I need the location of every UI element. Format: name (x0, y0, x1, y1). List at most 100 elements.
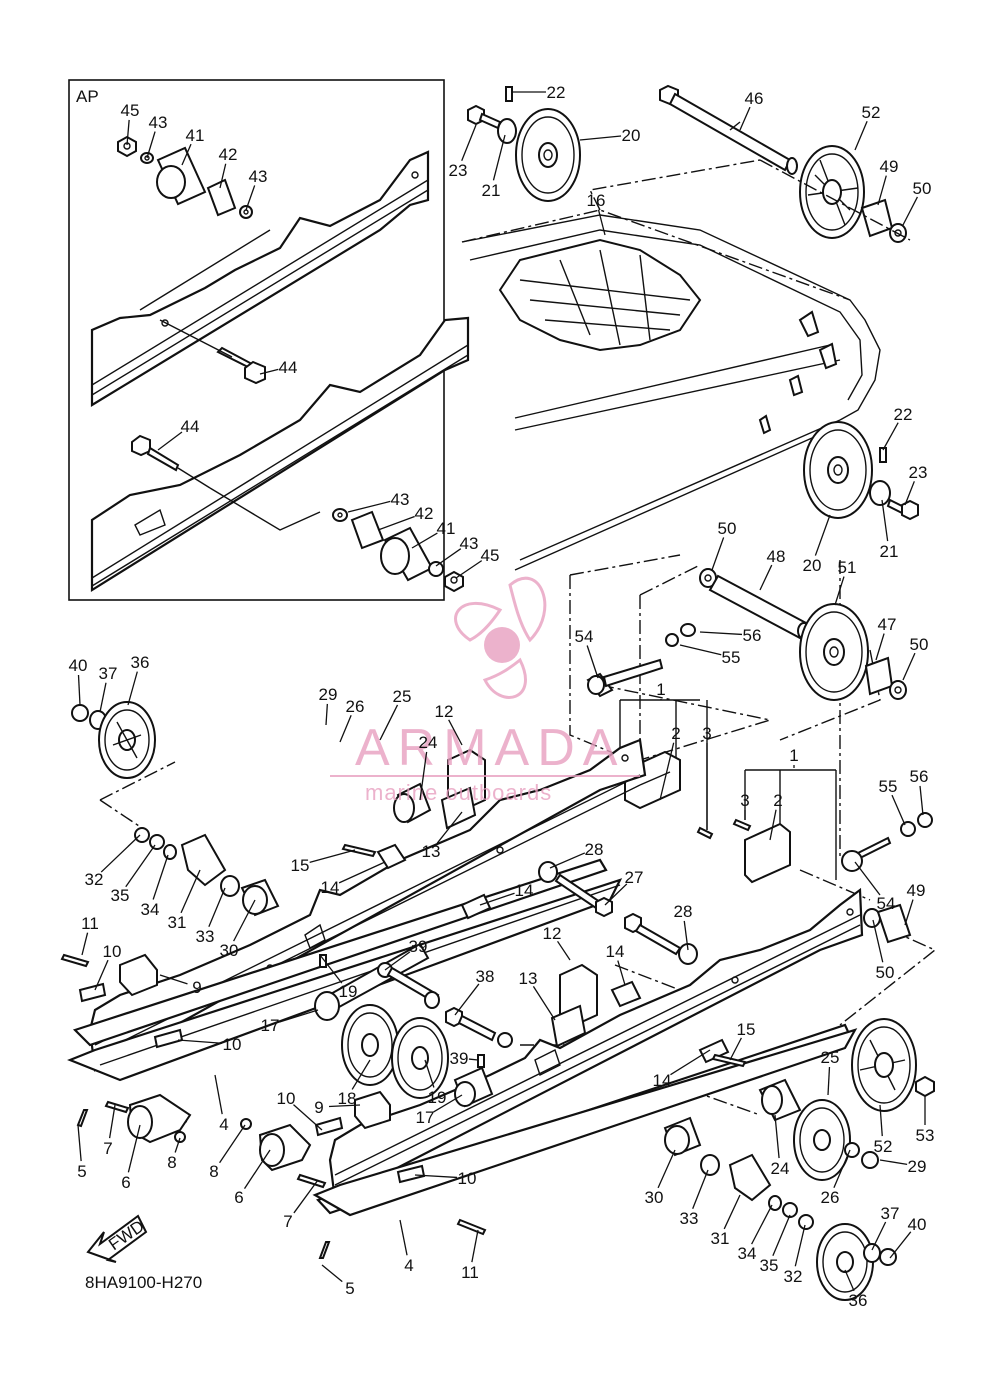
leader-line-c31a (180, 869, 201, 914)
part-number-c32b: 32 (784, 1267, 803, 1286)
leader-line-c54a (586, 645, 599, 679)
leader-line-c35a (125, 844, 156, 888)
leader-line-c50a (902, 196, 919, 226)
leader-line-c2b (769, 809, 777, 841)
part-number-c56b: 56 (910, 767, 929, 786)
part-number-c5a: 5 (77, 1162, 86, 1181)
leader-line-c36a (127, 671, 138, 706)
rail-right (328, 887, 864, 1202)
part-number-c40a: 40 (69, 656, 88, 675)
part-number-c10c: 10 (277, 1089, 296, 1108)
part-number-c37b: 37 (881, 1204, 900, 1223)
leader-line-c31b (723, 1194, 741, 1230)
part-number-c23a: 23 (449, 161, 468, 180)
leader-line-c10c (293, 1104, 323, 1131)
leader-line-c33b (692, 1169, 709, 1209)
part-number-c34a: 34 (141, 900, 160, 919)
leader-line-c51 (834, 576, 845, 606)
part-number-c48: 48 (767, 547, 786, 566)
part-number-c9b: 9 (314, 1098, 323, 1117)
idler-wheel-upper-left (467, 86, 581, 202)
part-number-c29a: 29 (319, 685, 338, 704)
leader-line-c33a (208, 887, 226, 928)
leader-line-c15b (729, 1037, 742, 1061)
leader-line-c8a (174, 1137, 181, 1153)
part-number-c31b: 31 (711, 1229, 730, 1248)
blocks-upper (341, 748, 492, 920)
leader-line-c19a (319, 954, 343, 984)
leader-line-c25a (379, 704, 399, 741)
leader-line-c38 (454, 983, 480, 1016)
leader-line-c37a (99, 682, 107, 713)
leader-line-c4b (399, 1219, 408, 1256)
part-number-c44b: 44 (181, 417, 200, 436)
leader-line-c20a (579, 135, 622, 141)
leader-line-c15a (309, 849, 356, 863)
part-number-c32a: 32 (85, 870, 104, 889)
blocks-lower (550, 963, 747, 1068)
leader-line-c54b (854, 861, 881, 896)
part-number-c10b: 10 (223, 1035, 242, 1054)
leader-line-c13b (532, 986, 556, 1021)
part-number-c50b: 50 (718, 519, 737, 538)
part-number-c16: 16 (587, 191, 606, 210)
inset-rail-upper (90, 150, 430, 407)
leader-line-c48 (759, 564, 773, 591)
part-number-c31a: 31 (168, 913, 187, 932)
leader-line-c7b (293, 1179, 319, 1214)
part-number-c36a: 36 (131, 653, 150, 672)
leader-line-c14d (670, 1049, 711, 1076)
leader-line-c20b (814, 514, 831, 556)
part-number-c14b: 14 (515, 881, 534, 900)
leader-line-c11a (81, 932, 89, 956)
leader-line-c5a (77, 1124, 82, 1162)
part-number-c37a: 37 (99, 664, 118, 683)
leader-line-c24b (774, 1114, 780, 1159)
leader-line-c45b (455, 560, 483, 579)
leader-line-c11b (471, 1229, 479, 1263)
front-lower-hardware (76, 1090, 487, 1259)
part-number-c42b: 42 (415, 504, 434, 523)
leader-line-c24a (419, 751, 428, 801)
slide-right (312, 1023, 858, 1217)
leader-line-c19b (424, 1059, 435, 1088)
part-number-c19a: 19 (339, 982, 358, 1001)
part-number-c35a: 35 (111, 886, 130, 905)
leader-line-c29a (325, 703, 329, 726)
leader-line-c44b (157, 431, 183, 451)
part-number-c33b: 33 (680, 1209, 699, 1228)
leader-line-c28a (549, 852, 586, 869)
watermark: ARMADA marine outboards (330, 576, 640, 805)
fwd-arrow: FWD (86, 1214, 148, 1263)
watermark-tagline: marine outboards (365, 780, 552, 805)
part-number-c47: 47 (878, 615, 897, 634)
leader-line-c39a (384, 951, 411, 971)
part-number-c7a: 7 (103, 1139, 112, 1158)
leader-line-c9a (159, 974, 188, 985)
leader-line-c28b (683, 920, 689, 951)
leader-line-c55a (679, 644, 722, 656)
part-number-c25b: 25 (821, 1048, 840, 1067)
part-number-c43a: 43 (149, 113, 168, 132)
part-number-c52a: 52 (862, 103, 881, 122)
leader-line-c25b (827, 1066, 831, 1096)
leader-line-c40b (889, 1231, 912, 1259)
part-number-c27: 27 (625, 868, 644, 887)
leader-line-c17b (433, 1094, 463, 1113)
leader-line-c7a (108, 1104, 116, 1139)
part-number-c14d: 14 (653, 1071, 672, 1090)
part-number-c46: 46 (745, 89, 764, 108)
part-number-c2b: 2 (773, 791, 782, 810)
part-number-c29b: 29 (908, 1157, 927, 1176)
part-number-c24a: 24 (419, 733, 438, 752)
leader-line-c49a (877, 175, 887, 206)
part-callouts: 4543414243444443424143452220232116465249… (69, 83, 935, 1310)
part-number-c22a: 22 (547, 83, 566, 102)
part-number-c43d: 43 (460, 534, 479, 553)
part-number-c50a: 50 (913, 179, 932, 198)
part-number-c41b: 41 (437, 519, 456, 538)
part-number-c51: 51 (838, 558, 857, 577)
rear-right-hardware (663, 903, 935, 1301)
part-number-c36b: 36 (849, 1291, 868, 1310)
part-number-c26b: 26 (821, 1188, 840, 1207)
